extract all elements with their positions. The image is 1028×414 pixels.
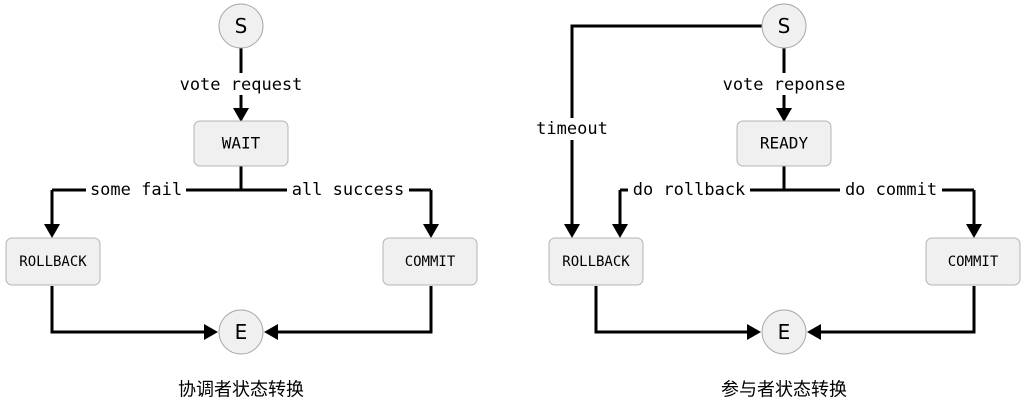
coordinator-commit-node xyxy=(382,237,478,286)
arrowhead-ready xyxy=(776,108,792,122)
arrowhead-participant-e-left xyxy=(747,324,761,340)
participant-commit-node xyxy=(925,237,1021,286)
participant-rollback-node xyxy=(548,237,644,286)
participant-start-node xyxy=(761,3,807,49)
edge-timeout xyxy=(570,24,762,230)
participant-ready-node xyxy=(736,120,832,167)
coordinator-rollback-label: ROLLBACK xyxy=(19,254,87,270)
coordinator-commit-label: COMMIT xyxy=(405,254,456,270)
edge-label-do-commit: do commit xyxy=(845,180,937,200)
edge-rollback-to-e xyxy=(50,286,210,334)
arrowhead-participant-commit xyxy=(966,224,982,238)
coordinator-end-label: E xyxy=(235,320,248,344)
arrowhead-participant-e-right xyxy=(807,324,821,340)
coordinator-diagram: vote request some fail all success S WAI… xyxy=(5,3,478,401)
participant-caption: 参与者状态转换 xyxy=(721,380,847,401)
arrowhead-e-left xyxy=(204,324,218,340)
participant-diagram: timeout vote reponse do rollback do comm… xyxy=(531,3,1021,401)
participant-ready-label: READY xyxy=(760,134,809,153)
participant-commit-label: COMMIT xyxy=(948,254,999,270)
edge-label-some-fail: some fail xyxy=(90,180,182,200)
edge-label-do-rollback: do rollback xyxy=(633,180,746,200)
edge-label-vote-response: vote reponse xyxy=(723,75,846,95)
coordinator-end-node xyxy=(218,309,264,355)
coordinator-caption: 协调者状态转换 xyxy=(178,380,304,401)
arrowhead-commit xyxy=(423,224,439,238)
edge-participant-commit-to-e xyxy=(815,286,976,334)
participant-end-label: E xyxy=(778,320,791,344)
edge-commit-to-e xyxy=(272,286,433,334)
arrowhead-timeout xyxy=(564,224,580,238)
edge-participant-rollback-to-e xyxy=(594,286,753,334)
participant-start-label: S xyxy=(778,14,791,38)
coordinator-start-node xyxy=(218,3,264,49)
coordinator-wait-node xyxy=(193,120,289,167)
coordinator-rollback-node xyxy=(5,237,101,286)
coordinator-wait-label: WAIT xyxy=(222,134,261,153)
edge-label-timeout: timeout xyxy=(536,119,608,139)
coordinator-start-label: S xyxy=(235,14,248,38)
arrowhead-rollback xyxy=(44,224,60,238)
arrowhead-wait xyxy=(233,108,249,122)
arrowhead-e-right xyxy=(264,324,278,340)
arrowhead-participant-rollback xyxy=(612,224,628,238)
edge-label-all-success: all success xyxy=(292,180,405,200)
edge-label-vote-request: vote request xyxy=(180,75,303,95)
participant-end-node xyxy=(761,309,807,355)
participant-rollback-label: ROLLBACK xyxy=(562,254,630,270)
